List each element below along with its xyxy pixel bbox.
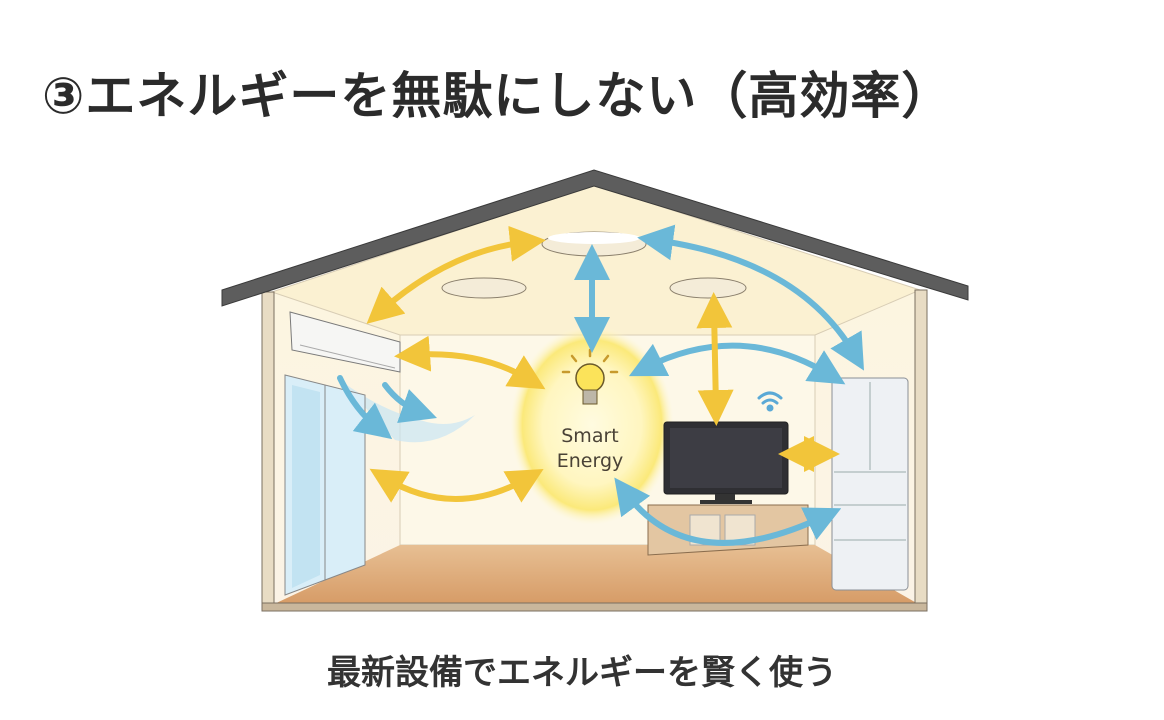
page-title: ③エネルギーを無駄にしない（高効率） (42, 67, 953, 125)
arrow-ac-to-bulb (394, 335, 546, 390)
right-wall-edge (914, 289, 928, 611)
light-bulb-icon (561, 348, 619, 405)
energy-flow-arrows (337, 224, 865, 546)
arrow-ac-airflow-2 (382, 382, 437, 424)
wifi-icon (757, 391, 783, 412)
arrow-ac-airflow (337, 375, 393, 440)
sliding-window (284, 374, 366, 596)
arrow-ac-to-light (366, 225, 546, 324)
smart-energy-label-line2: Energy (557, 450, 624, 472)
arrow-window-to-bulb (369, 468, 544, 503)
left-wall-edge (261, 291, 275, 611)
floor (272, 545, 920, 605)
smart-energy-label-line1: Smart (561, 425, 618, 447)
caption: 最新設備でエネルギーを賢く使う (327, 653, 837, 693)
ceiling-light-right (669, 277, 747, 299)
foundation (261, 602, 928, 612)
arrow-bulb-to-floor-fridge (614, 477, 842, 546)
arrow-light-to-fridge (637, 224, 865, 371)
arrow-light-to-tv (696, 292, 734, 426)
refrigerator (831, 377, 909, 591)
arrow-bulb-to-fridge (628, 342, 846, 385)
ceiling-light-left (441, 277, 527, 299)
roof (221, 169, 969, 307)
